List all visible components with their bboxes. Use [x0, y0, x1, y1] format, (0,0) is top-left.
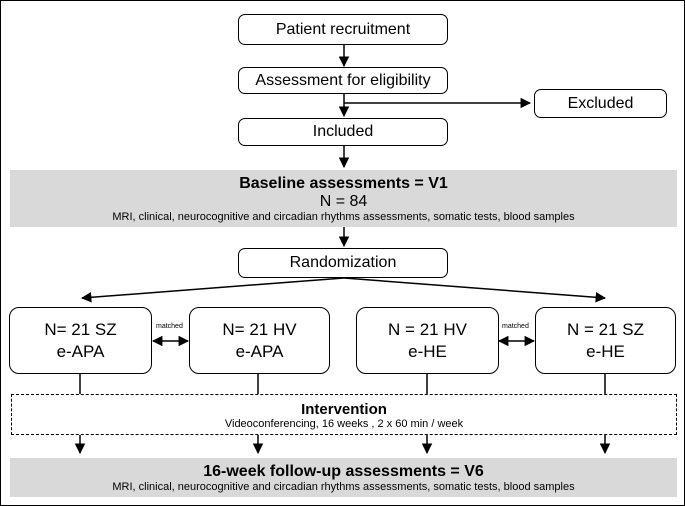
intervention-box: Intervention Videoconferencing, 16 weeks…: [11, 394, 677, 435]
group-hv-e-apa: N= 21 HV e-APA: [189, 307, 330, 374]
baseline-sample-size: N = 84: [319, 193, 368, 210]
followup-title: 16-week follow-up assessments = V6: [203, 463, 484, 480]
followup-assessments-band: 16-week follow-up assessments = V6 MRI, …: [10, 458, 677, 497]
baseline-title: Baseline assessments = V1: [239, 175, 448, 192]
group-sz-e-apa: N= 21 SZ e-APA: [9, 307, 152, 374]
group-sz-e-apa-arm: e-APA: [56, 341, 105, 361]
group-sz-e-he-arm: e-HE: [586, 341, 625, 361]
baseline-assessments-band: Baseline assessments = V1 N = 84 MRI, cl…: [10, 170, 677, 227]
patient-recruitment-box: Patient recruitment: [238, 14, 448, 45]
group-sz-e-apa-count: N= 21 SZ: [44, 319, 117, 339]
group-sz-e-he-count: N = 21 SZ: [566, 319, 644, 339]
group-hv-e-he: N = 21 HV e-HE: [356, 307, 499, 374]
included-box: Included: [238, 118, 448, 146]
group-sz-e-he: N = 21 SZ e-HE: [535, 307, 676, 374]
intervention-title: Intervention: [301, 401, 387, 418]
eligibility-assessment-box: Assessment for eligibility: [238, 67, 448, 94]
group-hv-e-he-count: N = 21 HV: [388, 319, 467, 339]
randomization-box: Randomization: [238, 248, 448, 278]
intervention-details: Videoconferencing, 16 weeks , 2 x 60 min…: [224, 418, 464, 430]
patient-recruitment-label: Patient recruitment: [275, 20, 411, 38]
group-hv-e-apa-count: N= 21 HV: [222, 319, 297, 339]
matched-label-right: matched: [502, 323, 529, 330]
excluded-label: Excluded: [567, 94, 634, 112]
eligibility-assessment-label: Assessment for eligibility: [255, 71, 431, 89]
group-hv-e-he-arm: e-HE: [408, 341, 447, 361]
included-label: Included: [312, 123, 374, 140]
randomization-label: Randomization: [289, 254, 397, 271]
arrow-randomization-right: [343, 277, 607, 303]
group-hv-e-apa-arm: e-APA: [235, 341, 284, 361]
baseline-details: MRI, clinical, neurocognitive and circad…: [112, 211, 575, 223]
arrow-randomization-left: [80, 277, 345, 303]
excluded-box: Excluded: [534, 89, 667, 118]
followup-details: MRI, clinical, neurocognitive and circad…: [112, 481, 575, 493]
matched-label-left: matched: [156, 323, 183, 330]
